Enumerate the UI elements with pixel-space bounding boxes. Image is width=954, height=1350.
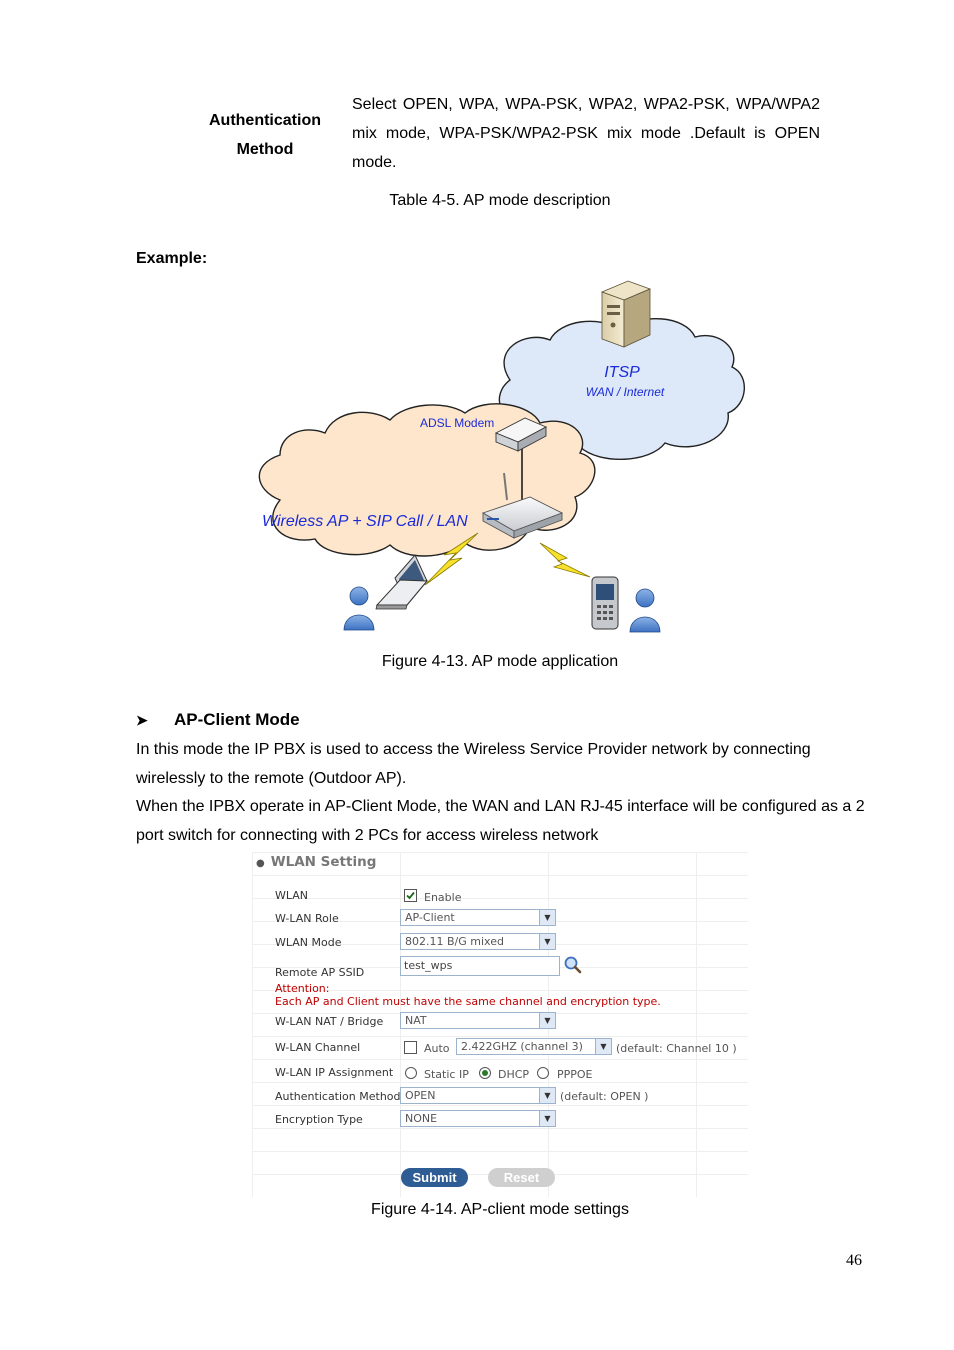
auth-method-label: Authentication Method xyxy=(190,106,340,164)
modem-label: ADSL Modem xyxy=(420,416,494,430)
router-icon xyxy=(481,472,564,539)
section-paragraph-1: In this mode the IP PBX is used to acces… xyxy=(136,741,811,787)
modem-icon xyxy=(494,417,548,452)
role-value: AP-Client xyxy=(405,911,455,924)
chevron-down-icon: ▼ xyxy=(539,1013,555,1028)
role-select[interactable]: AP-Client ▼ xyxy=(400,909,556,926)
radio-static-ip[interactable] xyxy=(405,1067,417,1079)
phone-icon xyxy=(591,576,619,630)
channel-default: (default: Channel 10 ) xyxy=(616,1042,737,1055)
auto-label: Auto xyxy=(424,1042,450,1055)
attention-message: Each AP and Client must have the same ch… xyxy=(275,995,661,1008)
wlan-setting-title: ● WLAN Setting xyxy=(256,854,376,870)
pppoe-label: PPPOE xyxy=(557,1068,593,1081)
mode-label: WLAN Mode xyxy=(275,936,342,949)
ssid-input[interactable]: test_wps xyxy=(400,956,560,976)
chevron-down-icon: ▼ xyxy=(539,910,555,925)
encryption-label: Encryption Type xyxy=(275,1113,363,1126)
lightning-left-icon xyxy=(424,532,479,586)
ssid-label: Remote AP SSID xyxy=(275,966,365,979)
itsp-title: ITSP xyxy=(604,364,640,381)
auth-label-line1: Authentication xyxy=(209,112,321,129)
static-ip-label: Static IP xyxy=(424,1068,469,1081)
page-number: 46 xyxy=(846,1252,862,1269)
radio-pppoe[interactable] xyxy=(537,1067,549,1079)
reset-button[interactable]: Reset xyxy=(488,1168,555,1187)
section-title: AP-Client Mode xyxy=(174,710,300,729)
section-paragraph-2: When the IPBX operate in AP-Client Mode,… xyxy=(136,798,865,844)
channel-label: W-LAN Channel xyxy=(275,1041,361,1054)
lightning-right-icon xyxy=(539,542,591,578)
wlan-label: WLAN xyxy=(275,889,309,902)
nat-value: NAT xyxy=(405,1014,427,1027)
chevron-down-icon: ▼ xyxy=(595,1039,611,1054)
server-icon xyxy=(600,280,652,348)
auth-label-line2: Method xyxy=(236,141,294,158)
attention-title: Attention: xyxy=(275,982,330,995)
encryption-value: NONE xyxy=(405,1112,438,1125)
nat-label: W-LAN NAT / Bridge xyxy=(275,1015,384,1028)
table-caption: Table 4-5. AP mode description xyxy=(389,192,611,209)
role-label: W-LAN Role xyxy=(275,912,339,925)
auth-method-description: Select OPEN, WPA, WPA-PSK, WPA2, WPA2-PS… xyxy=(352,96,820,171)
chevron-down-icon: ▼ xyxy=(539,1111,555,1126)
mode-select[interactable]: 802.11 B/G mixed ▼ xyxy=(400,933,556,950)
chevron-down-icon: ▼ xyxy=(539,934,555,949)
auth-default: (default: OPEN ) xyxy=(560,1090,649,1103)
channel-value: 2.422GHZ (channel 3) xyxy=(461,1040,583,1053)
checkmark-icon xyxy=(406,891,415,900)
auth-value: OPEN xyxy=(405,1089,436,1102)
auth-label: Authentication Method xyxy=(275,1090,401,1103)
wlan-setting-title-text: WLAN Setting xyxy=(270,854,377,870)
figure13-caption: Figure 4-13. AP mode application xyxy=(381,653,619,670)
chevron-down-icon: ▼ xyxy=(539,1088,555,1103)
enable-label: Enable xyxy=(424,891,462,904)
wlan-setting-panel: ● WLAN Setting WLAN Enable W-LAN Role AP-… xyxy=(252,852,748,1197)
auth-select[interactable]: OPEN ▼ xyxy=(400,1087,556,1104)
itsp-subtitle: WAN / Internet xyxy=(586,385,665,399)
ip-assignment-label: W-LAN IP Assignment xyxy=(275,1066,394,1079)
section-heading: ➤ AP-Client Mode xyxy=(136,710,300,730)
person-right-icon xyxy=(629,588,661,633)
arrow-bullet-icon: ➤ xyxy=(136,712,148,728)
enable-checkbox[interactable] xyxy=(404,889,417,902)
lan-title: Wireless AP + SIP Call / LAN xyxy=(262,513,468,530)
example-label: Example: xyxy=(136,250,208,267)
laptop-icon xyxy=(375,554,429,610)
auto-channel-checkbox[interactable] xyxy=(404,1041,417,1054)
dhcp-label: DHCP xyxy=(498,1068,530,1081)
mode-value: 802.11 B/G mixed xyxy=(405,935,504,948)
channel-select[interactable]: 2.422GHZ (channel 3) ▼ xyxy=(456,1038,612,1055)
submit-button[interactable]: Submit xyxy=(401,1168,468,1187)
encryption-select[interactable]: NONE ▼ xyxy=(400,1110,556,1127)
person-left-icon xyxy=(343,586,375,631)
radio-dhcp[interactable] xyxy=(479,1067,491,1079)
bullet-icon: ● xyxy=(256,858,265,869)
figure14-caption: Figure 4-14. AP-client mode settings xyxy=(371,1201,629,1218)
nat-select[interactable]: NAT ▼ xyxy=(400,1012,556,1029)
network-diagram: ITSP WAN / Internet ADSL Modem Wireless … xyxy=(258,280,746,633)
search-icon[interactable] xyxy=(563,955,583,975)
